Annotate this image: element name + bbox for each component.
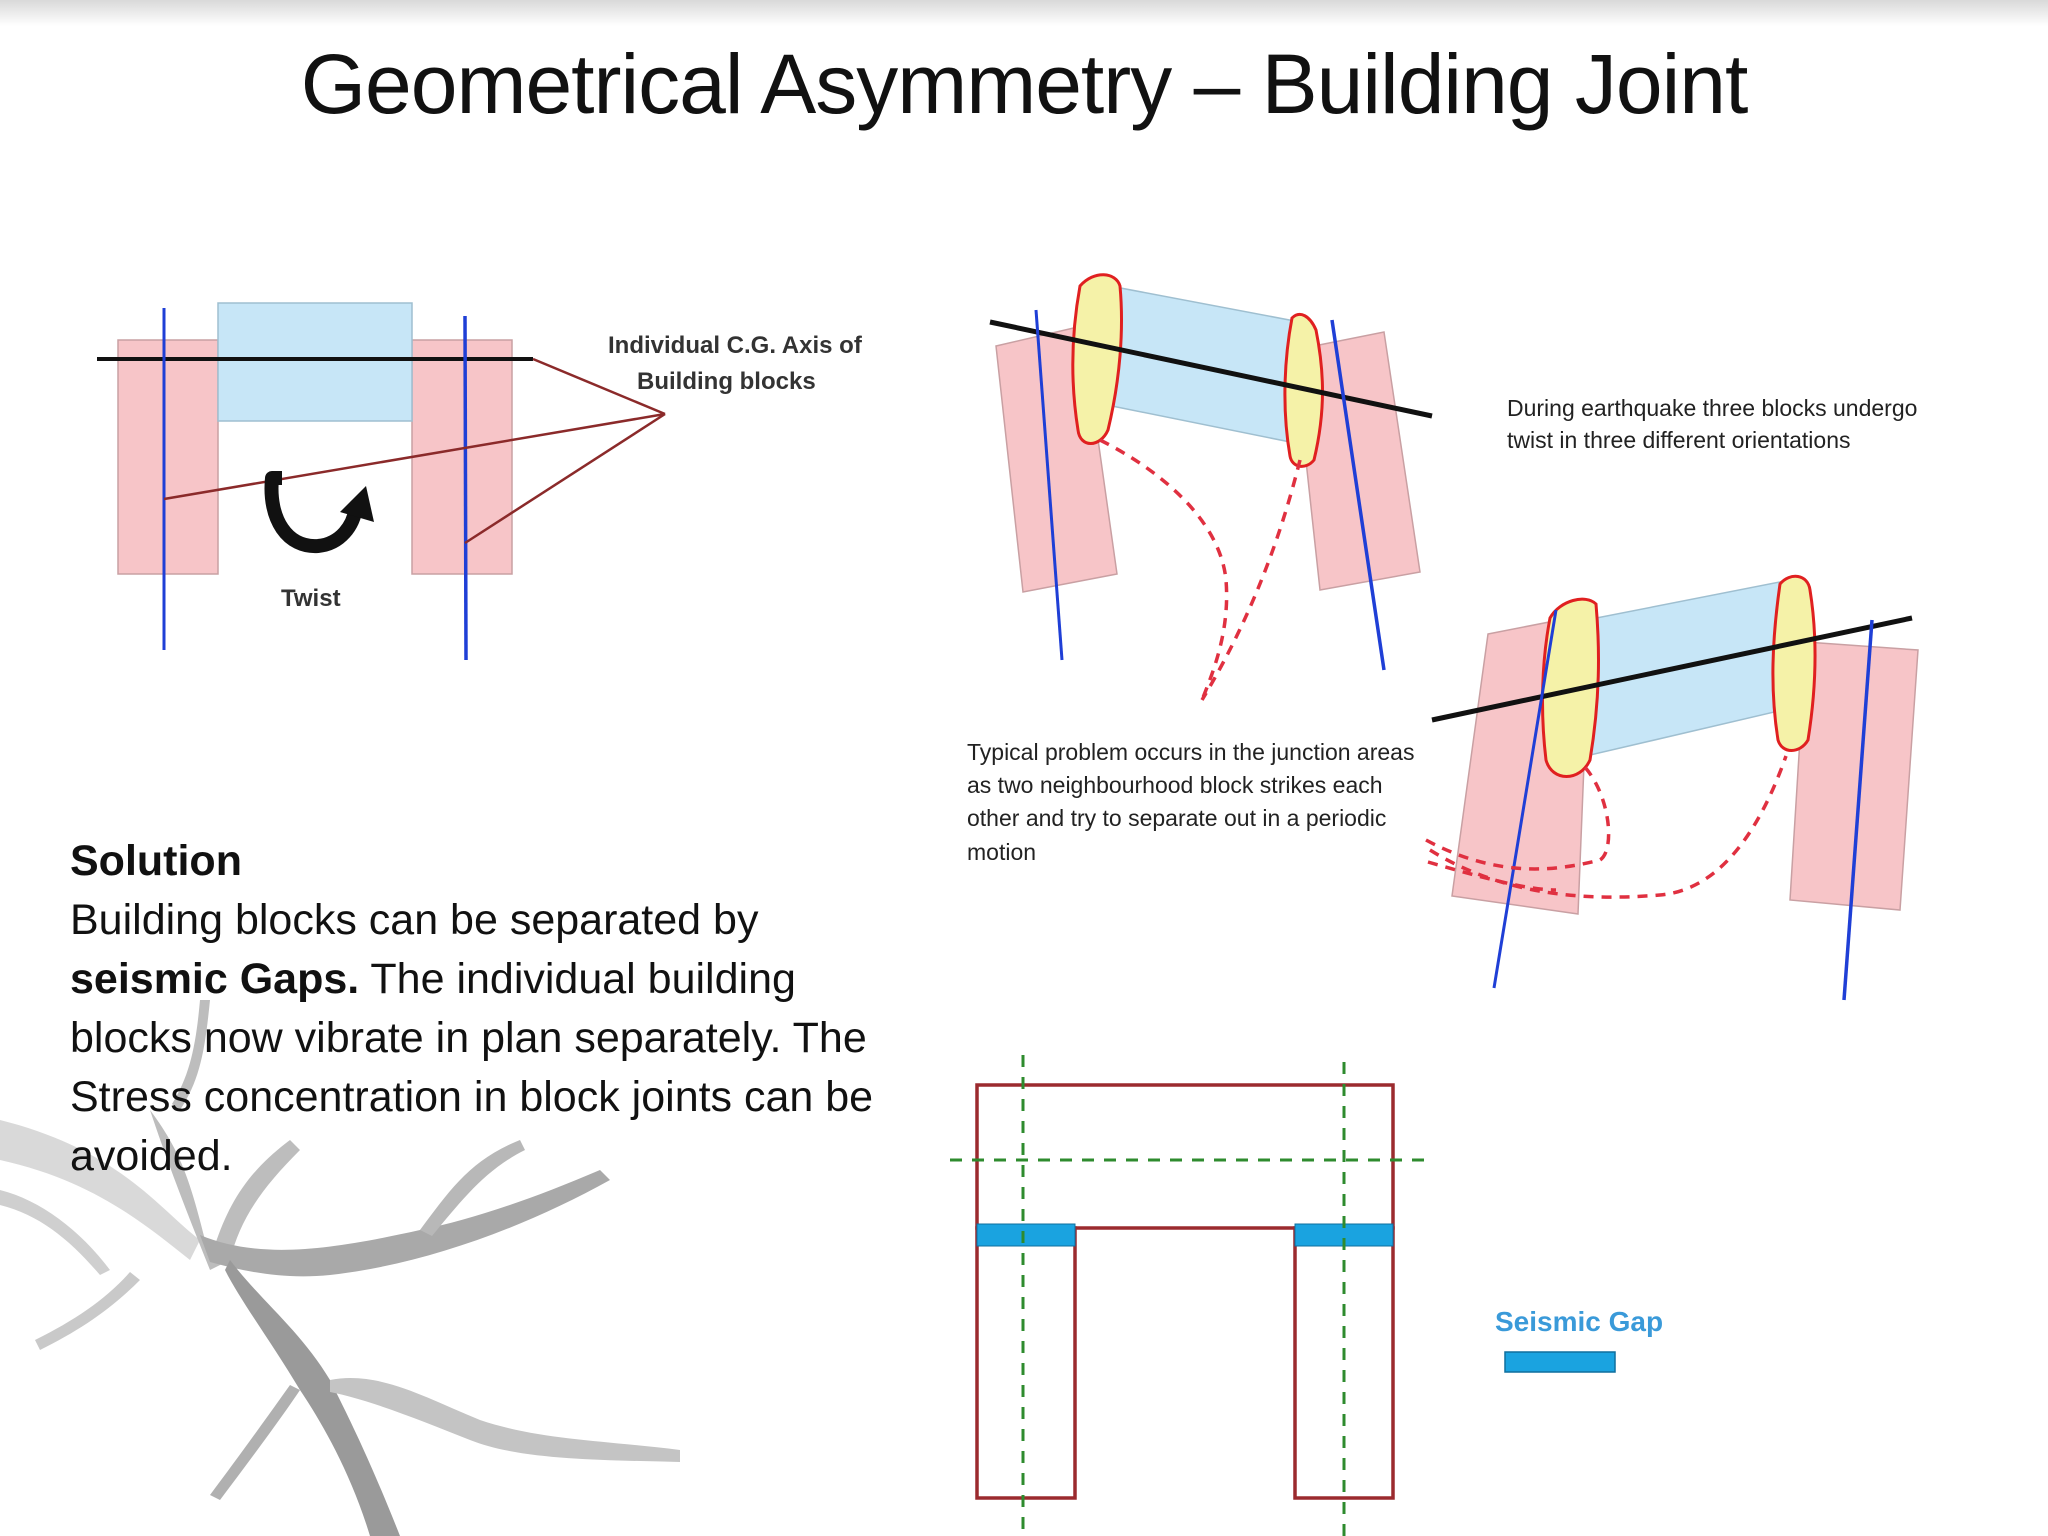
cg-axis-label-line1: Individual C.G. Axis of (608, 332, 862, 359)
twisted-blocks-diagram-bottom (1425, 574, 1919, 1001)
right-block (411, 339, 513, 575)
left-block (117, 339, 219, 575)
right-axis-twisted-2 (1842, 619, 1874, 1001)
junction-note-line2: as two neighbourhood block strikes each (967, 772, 1383, 798)
junction-pointer-left-2 (1425, 760, 1611, 871)
plan-twist-diagram (97, 302, 666, 661)
junction-note-line1: Typical problem occurs in the junction a… (967, 739, 1415, 765)
slide-title: Geometrical Asymmetry – Building Joint (300, 37, 1749, 131)
seismic-gap-diagram (950, 1055, 1616, 1536)
solution-text-part1: Building blocks can be separated by (70, 896, 759, 944)
junction-pointer-extra (1427, 860, 1557, 892)
left-axis-twisted (1034, 309, 1064, 661)
top-block-outline (975, 1083, 1395, 1230)
joint-left-highlight-2 (1541, 597, 1600, 778)
solution-heading: Solution (70, 837, 242, 885)
left-axis-twisted-2 (1492, 609, 1558, 989)
junction-note-line3: other and try to separate out in a perio… (967, 805, 1387, 831)
pointer-line-right (464, 412, 666, 545)
right-block-twisted-2 (1789, 641, 1919, 911)
crack-illustration (0, 1000, 680, 1536)
orientation-note-line2: twist in three different orientations (1507, 427, 1851, 453)
twist-label: Twist (281, 585, 341, 612)
pointer-line-left (163, 412, 666, 501)
middle-block (217, 302, 413, 422)
seismic-gap-left (976, 1223, 1076, 1247)
joint-left-highlight (1071, 273, 1123, 445)
twist-arrow-icon (264, 471, 374, 554)
solution-text-part2: The individual building blocks now vibra… (70, 955, 874, 1180)
pointer-line-top (532, 357, 666, 416)
seismic-gap-legend-label: Seismic Gap (1495, 1306, 1664, 1337)
junction-pointer-left (1099, 438, 1229, 701)
joint-right-highlight-2 (1771, 574, 1817, 752)
solution-bold-seismic-gaps: seismic Gaps. (70, 955, 360, 1003)
twisted-blocks-diagram-top (989, 273, 1433, 701)
right-cg-axis (463, 315, 468, 661)
right-axis-twisted (1330, 319, 1386, 671)
top-shadow (0, 0, 2048, 26)
left-wing-outline (975, 1226, 1077, 1500)
junction-pointer-right (1200, 459, 1302, 701)
seismic-gap-legend-swatch (1504, 1351, 1616, 1373)
common-axis-twisted (989, 319, 1433, 419)
cg-axis-label-line2: Building blocks (637, 368, 816, 395)
solution-text-block: Solution Building blocks can be separate… (70, 832, 910, 1186)
orientation-note-line1: During earthquake three blocks undergo (1507, 395, 1918, 421)
right-block-twisted (1293, 331, 1421, 591)
junction-note-line4: motion (967, 839, 1037, 865)
common-axis-twisted-2 (1431, 615, 1913, 723)
